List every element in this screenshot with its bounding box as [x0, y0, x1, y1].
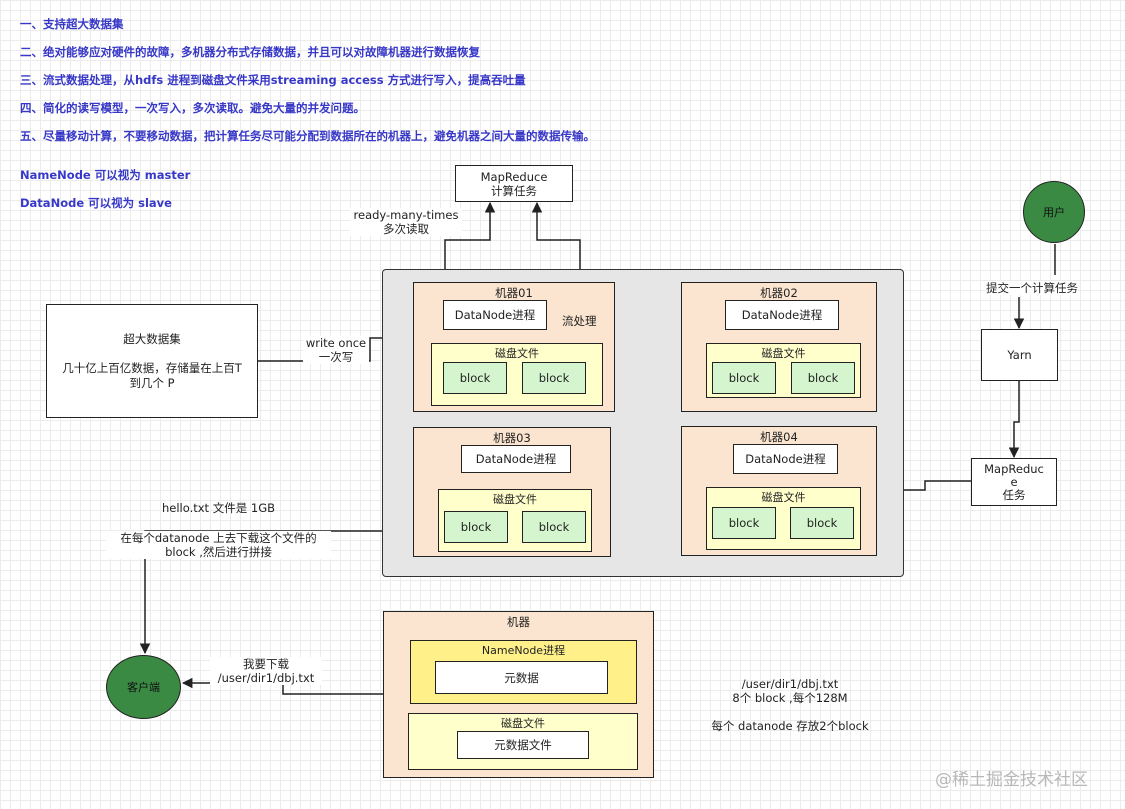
- mapreduce-task-box: MapReduc e 任务: [971, 458, 1057, 506]
- note-4: 四、简化的读写模型，一次写入，多次读取。避免大量的并发问题。: [20, 101, 365, 115]
- hello-line2: 在每个datanode 上去下载这个文件的: [106, 531, 331, 545]
- namenode-disk: 磁盘文件 元数据文件: [408, 713, 638, 770]
- machine-02-disk: 磁盘文件 block block: [706, 343, 861, 398]
- machine-01-block-1: block: [443, 362, 507, 394]
- file-info-line1: /user/dir1/dbj.txt: [741, 677, 839, 691]
- metadata-box: 元数据: [435, 661, 608, 694]
- machine-02-block-1: block: [712, 362, 776, 394]
- write-label-line1: write once: [305, 336, 367, 350]
- yarn-arrow: [1008, 380, 1020, 459]
- machine-02-disk-title: 磁盘文件: [761, 347, 806, 360]
- machine-03-block-2: block: [522, 511, 586, 543]
- machine-03: 机器03 DataNode进程 磁盘文件 block block: [413, 427, 611, 557]
- machine-04-block-1: block: [712, 507, 776, 539]
- namenode-process: NameNode进程 元数据: [410, 640, 637, 704]
- machine-04: 机器04 DataNode进程 磁盘文件 block block: [681, 426, 877, 556]
- machine-03-title: 机器03: [493, 431, 531, 445]
- machine-02: 机器02 DataNode进程 磁盘文件 block block: [681, 282, 877, 412]
- dataset-line2: 到几个 P: [129, 375, 175, 390]
- namenode-machine-title: 机器: [507, 615, 530, 629]
- namenode-disk-title: 磁盘文件: [501, 717, 545, 730]
- dataset-line1: 几十亿上百亿数据，存储量在上百T: [62, 360, 242, 375]
- read-arrow-1: [444, 201, 496, 283]
- machine-04-title: 机器04: [760, 430, 798, 444]
- hello-line3: block ,然后进行拼接: [106, 545, 331, 559]
- hello-note: hello.txt 文件是 1GB 在每个datanode 上去下载这个文件的 …: [106, 501, 331, 559]
- note-2: 二、绝对能够应对硬件的故障，多机器分布式存储数据，并且可以对故障机器进行数据恢复: [20, 45, 480, 59]
- machine-02-block-2: block: [791, 362, 855, 394]
- machine-02-datanode-process: DataNode进程: [725, 300, 839, 330]
- read-label: ready-many-times 多次读取: [350, 208, 462, 236]
- file-info-line2: 8个 block ,每个128M: [732, 691, 848, 705]
- user-node: 用户: [1023, 181, 1085, 243]
- machine-04-disk: 磁盘文件 block block: [706, 487, 861, 550]
- machine-01-title: 机器01: [495, 286, 533, 300]
- machine-03-disk: 磁盘文件 block block: [438, 489, 592, 552]
- machine-02-title: 机器02: [760, 286, 798, 300]
- dataset-title: 超大数据集: [123, 331, 181, 346]
- mapreduce-line2: 计算任务: [491, 183, 537, 198]
- machine-03-datanode-process: DataNode进程: [461, 445, 571, 473]
- hello-line1: hello.txt 文件是 1GB: [162, 501, 275, 515]
- yarn-box: Yarn: [981, 329, 1058, 381]
- machine-01-disk: 磁盘文件 block block: [431, 343, 603, 406]
- machine-03-disk-title: 磁盘文件: [493, 493, 537, 506]
- namenode-role-note: NameNode 可以视为 master: [20, 168, 191, 182]
- write-label-line2: 一次写: [318, 350, 354, 364]
- machine-01: 机器01 DataNode进程 磁盘文件 block block: [413, 282, 615, 412]
- download-label-line2: /user/dir1/dbj.txt: [217, 671, 315, 685]
- machine-01-disk-title: 磁盘文件: [495, 347, 539, 360]
- submit-label: 提交一个计算任务: [986, 281, 1078, 295]
- file-info-line3: 每个 datanode 存放2个block: [711, 719, 869, 733]
- dataset-box: 超大数据集 几十亿上百亿数据，存储量在上百T 到几个 P: [46, 304, 258, 418]
- machine-03-block-1: block: [444, 511, 508, 543]
- mapreduce-task-line3: 任务: [1002, 487, 1026, 502]
- mapreduce-task-line1: MapReduc: [984, 461, 1044, 476]
- note-1: 一、支持超大数据集: [20, 17, 124, 31]
- note-5: 五、尽量移动计算，不要移动数据，把计算任务尽可能分配到数据所在的机器上，避免机器…: [20, 129, 595, 143]
- mapreduce-task-line2: e: [1010, 474, 1018, 489]
- metadata-file-box: 元数据文件: [457, 731, 589, 759]
- machine-04-datanode-process: DataNode进程: [733, 444, 838, 474]
- stream-label: 流处理: [562, 314, 597, 328]
- download-label-line1: 我要下载: [243, 657, 289, 671]
- namenode-process-title: NameNode进程: [481, 644, 566, 657]
- read-label-line1: ready-many-times: [353, 208, 459, 222]
- mapreduce-line1: MapReduce: [480, 169, 548, 184]
- client-node: 客户端: [106, 655, 181, 719]
- write-label: write once 一次写: [303, 336, 369, 364]
- machine-04-disk-title: 磁盘文件: [761, 491, 806, 504]
- datanode-role-note: DataNode 可以视为 slave: [20, 196, 172, 210]
- watermark: @稀土掘金技术社区: [935, 770, 1088, 790]
- machine-01-datanode-process: DataNode进程: [443, 300, 547, 330]
- note-3: 三、流式数据处理，从hdfs 进程到磁盘文件采用streaming access…: [20, 73, 526, 87]
- read-label-line2: 多次读取: [383, 222, 429, 236]
- machine-01-block-2: block: [522, 362, 586, 394]
- mapreduce-compute-box: MapReduce 计算任务: [455, 165, 573, 202]
- read-arrow-2: [531, 201, 581, 283]
- machine-04-block-2: block: [790, 507, 854, 539]
- namenode-machine: 机器 NameNode进程 元数据 磁盘文件 元数据文件: [383, 611, 654, 778]
- download-label: 我要下载 /user/dir1/dbj.txt: [210, 657, 322, 685]
- file-info: /user/dir1/dbj.txt 8个 block ,每个128M 每个 d…: [690, 677, 890, 733]
